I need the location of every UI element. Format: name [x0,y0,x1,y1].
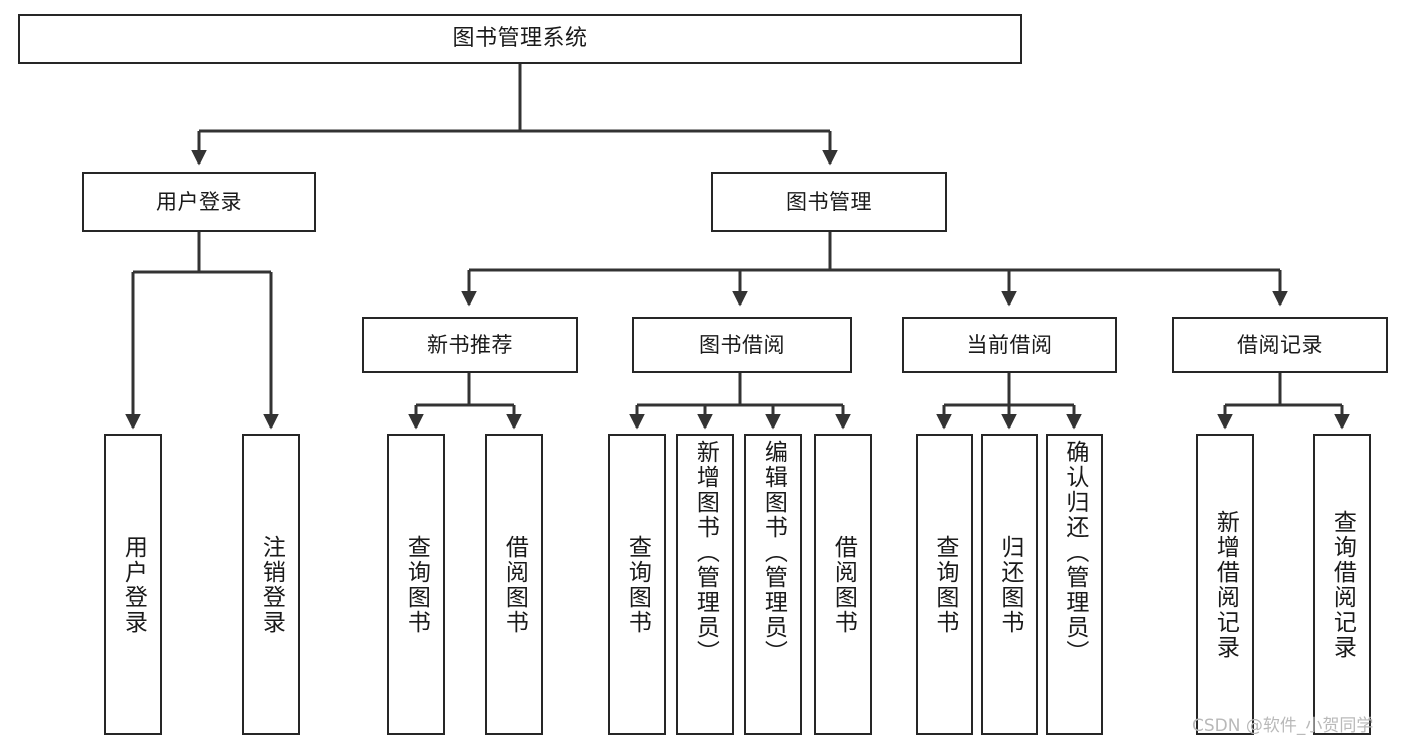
leaf-user-logout[interactable]: 注销登录 [242,434,300,735]
node-label: 编辑图书（管理员） [760,440,787,665]
node-label: 当前借阅 [966,332,1053,357]
node-label: 查询图书 [931,534,958,635]
node-label: 借阅记录 [1237,332,1323,357]
node-user-login[interactable]: 用户登录 [82,172,316,232]
node-label: 图书管理 [786,189,872,214]
node-label: 注销登录 [258,534,285,635]
node-label: 借阅图书 [501,534,528,635]
csdn-watermark: CSDN @软件_小贺同学 [1192,716,1374,736]
node-label: 查询借阅记录 [1329,509,1356,660]
node-root-book-management-system[interactable]: 图书管理系统 [18,14,1022,64]
leaf-query-book-3[interactable]: 查询图书 [916,434,973,735]
leaf-borrow-book-1[interactable]: 借阅图书 [485,434,543,735]
node-label: 查询图书 [624,534,651,635]
leaf-borrow-book-2[interactable]: 借阅图书 [814,434,872,735]
node-label: 确认归还（管理员） [1061,440,1088,665]
leaf-confirm-return[interactable]: 确认归还（管理员） [1046,434,1103,735]
leaf-add-record[interactable]: 新增借阅记录 [1196,434,1254,735]
node-label: 借阅图书 [830,534,857,635]
node-book-manage[interactable]: 图书管理 [711,172,947,232]
node-current-borrow[interactable]: 当前借阅 [902,317,1117,373]
leaf-query-book-2[interactable]: 查询图书 [608,434,666,735]
node-label: 用户登录 [156,189,242,214]
leaf-add-book[interactable]: 新增图书（管理员） [676,434,734,735]
node-label: 新增图书（管理员） [692,440,719,665]
node-label: 图书借阅 [699,332,785,357]
node-label: 新增借阅记录 [1212,509,1239,660]
node-book-borrow[interactable]: 图书借阅 [632,317,852,373]
leaf-return-book[interactable]: 归还图书 [981,434,1038,735]
leaf-query-record[interactable]: 查询借阅记录 [1313,434,1371,735]
node-label: 归还图书 [996,534,1023,635]
node-borrow-record[interactable]: 借阅记录 [1172,317,1388,373]
node-label: 新书推荐 [427,332,513,357]
leaf-edit-book[interactable]: 编辑图书（管理员） [744,434,802,735]
leaf-query-book-1[interactable]: 查询图书 [387,434,445,735]
node-new-book-recommend[interactable]: 新书推荐 [362,317,578,373]
node-label: 查询图书 [403,534,430,635]
node-label: 图书管理系统 [452,26,588,51]
leaf-user-login[interactable]: 用户登录 [104,434,162,735]
node-label: 用户登录 [120,534,147,635]
